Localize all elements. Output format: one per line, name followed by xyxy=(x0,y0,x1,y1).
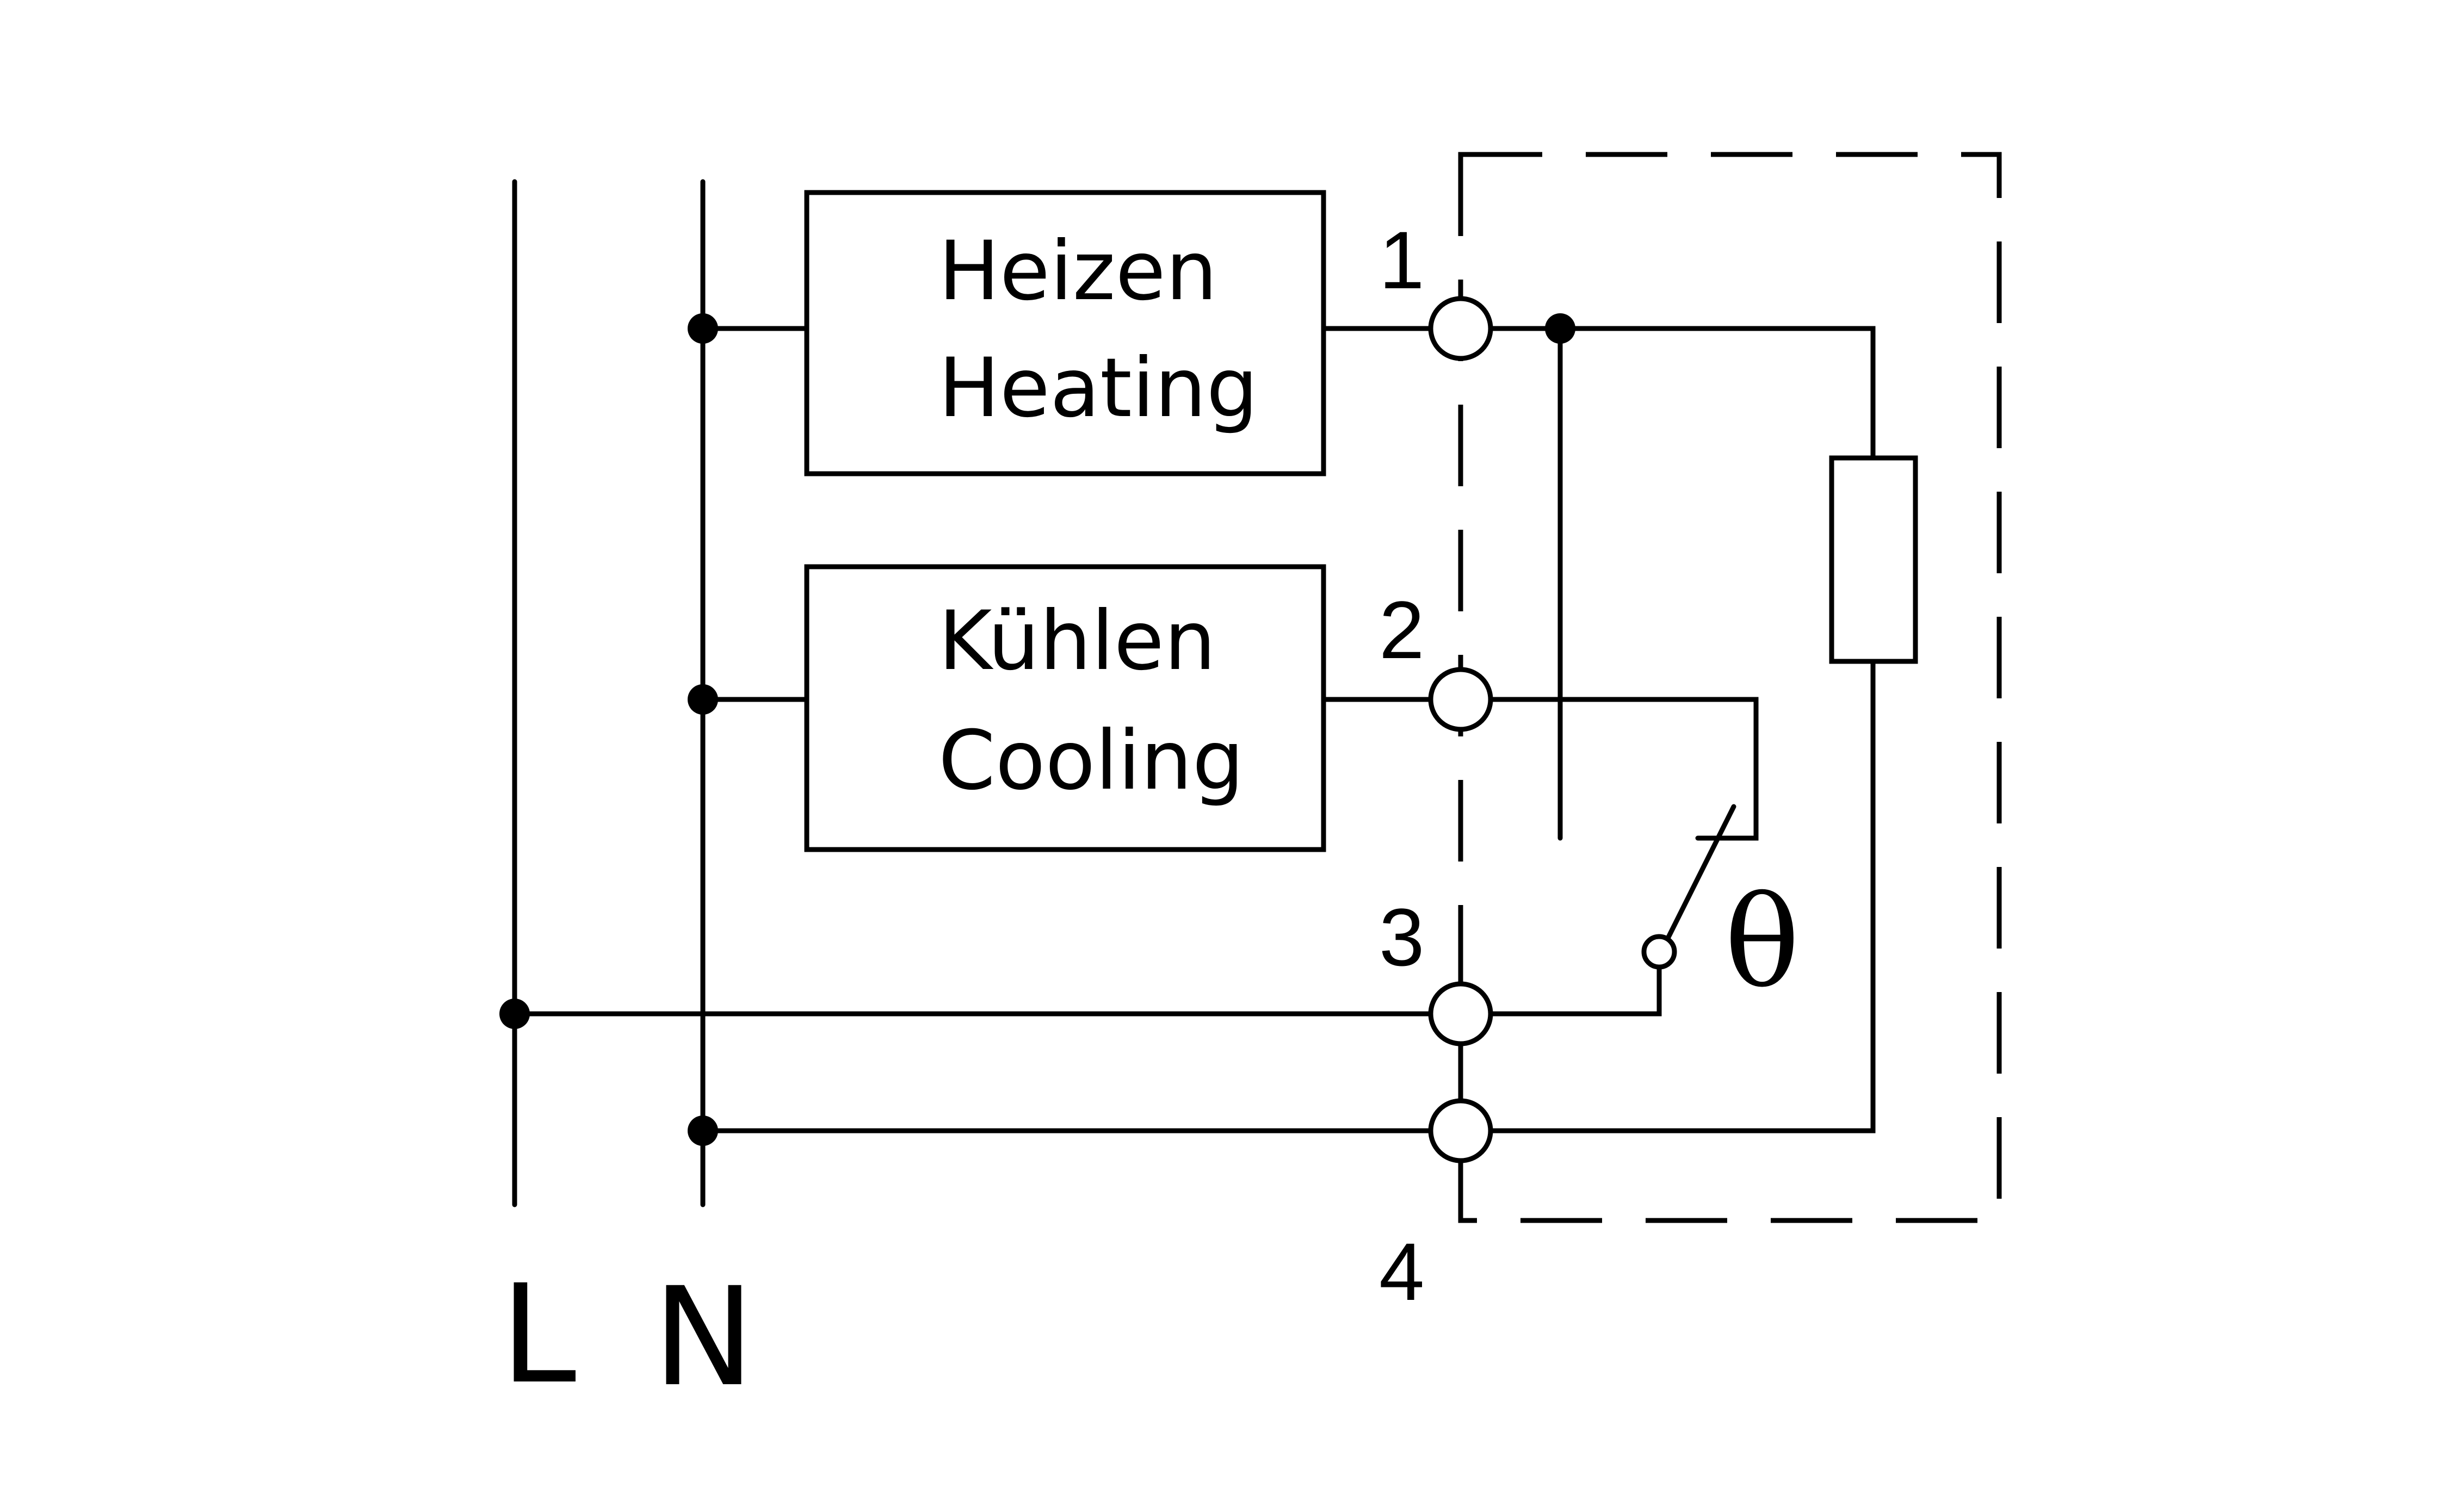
heating-label-de: Heizen xyxy=(938,224,1217,319)
L-label: L xyxy=(500,1255,576,1414)
switch-to-terminal-3-wire xyxy=(1488,964,1662,1017)
switch-blade xyxy=(1665,804,1736,941)
N-label: N xyxy=(653,1258,755,1416)
cooling-label-en: Cooling xyxy=(938,714,1244,808)
junction-dot xyxy=(499,999,530,1029)
cooling-box xyxy=(804,564,1326,852)
junction-dot xyxy=(688,684,718,715)
heating-box xyxy=(804,190,1326,476)
terminal-1 xyxy=(1428,296,1493,361)
heating-label-en: Heating xyxy=(938,341,1258,436)
terminal-4 xyxy=(1428,1098,1493,1163)
junction-dot xyxy=(688,313,718,344)
resistor-return-wire xyxy=(1488,659,1876,1133)
junction-dot xyxy=(688,1116,718,1146)
device-enclosure xyxy=(1458,152,2002,1223)
resistor xyxy=(1829,455,1918,664)
terminal-1-label: 1 xyxy=(1379,214,1424,306)
terminal-1-internal-wire xyxy=(1488,326,1876,461)
terminal-4-label: 4 xyxy=(1379,1226,1424,1317)
terminal-2 xyxy=(1428,667,1493,732)
switch-pivot xyxy=(1641,934,1677,970)
cooling-label-de: Kühlen xyxy=(938,594,1216,689)
theta-icon: θ xyxy=(1724,870,1800,1015)
terminal-3 xyxy=(1428,981,1493,1046)
terminal-2-internal-wire xyxy=(1488,697,1759,841)
terminal-3-label: 3 xyxy=(1379,891,1424,983)
terminal-2-label: 2 xyxy=(1379,584,1424,676)
